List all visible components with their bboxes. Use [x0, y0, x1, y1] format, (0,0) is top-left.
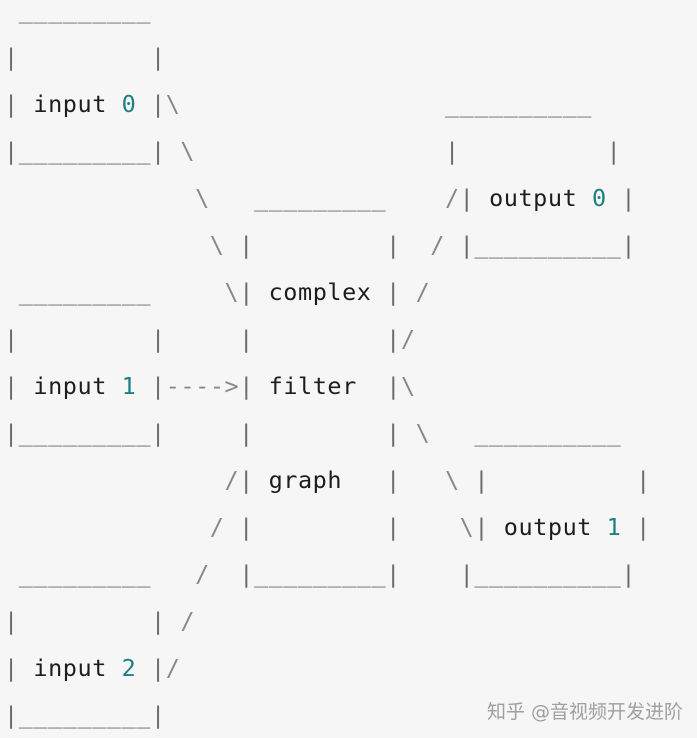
connector: \ — [165, 137, 196, 165]
box-border: | | — [224, 231, 431, 259]
node-label: input — [33, 90, 122, 118]
node-label: output — [503, 513, 607, 541]
box-border: | — [239, 372, 269, 400]
diagram-line: |_________| | | \ __________ — [4, 413, 621, 453]
box-border: | | — [4, 43, 166, 71]
node-index: 0 — [121, 90, 137, 118]
box-border: | — [356, 372, 401, 400]
box-border: | — [239, 466, 269, 494]
box-border: | — [136, 90, 166, 118]
connector: ----> — [165, 372, 240, 400]
connector: \ — [444, 513, 475, 541]
box-border: |_________| |__________| — [209, 560, 637, 588]
connector: / — [180, 560, 210, 588]
diagram-line: | | | |/ — [4, 319, 416, 359]
box-border: |_________| — [4, 137, 166, 165]
node-label: output — [489, 184, 592, 212]
diagram-line: | | / — [4, 601, 195, 641]
box-border: | — [4, 372, 34, 400]
node-label: filter — [268, 372, 357, 400]
box-border: |_________| — [4, 701, 166, 729]
box-border: | | | | — [4, 325, 401, 353]
connector: \ — [4, 184, 210, 212]
diagram-line: \ | | / |__________| — [4, 225, 636, 265]
diagram-line: |_________| — [4, 695, 166, 735]
box-border: | — [606, 184, 637, 212]
diagram-line: | | — [4, 37, 166, 77]
connector: / — [430, 184, 460, 212]
box-border: | — [371, 278, 416, 306]
node-index: 1 — [121, 372, 137, 400]
node-label: input — [33, 654, 122, 682]
box-border: | — [4, 90, 34, 118]
connector: / — [415, 278, 431, 306]
box-border: | — [136, 372, 166, 400]
box-border: | | — [459, 466, 651, 494]
diagram-line: /| graph | \ | | — [4, 460, 651, 500]
connector: \ — [415, 419, 431, 447]
box-border: |_________| | | — [4, 419, 416, 447]
diagram-line: _________ / |_________| |__________| — [4, 554, 636, 594]
connector: / — [4, 466, 240, 494]
box-border: | — [136, 654, 166, 682]
diagram-line: | input 0 |\ __________ — [4, 84, 592, 124]
box-border: | | — [4, 607, 181, 635]
node-label: graph — [268, 466, 343, 494]
box-border: | — [342, 466, 431, 494]
diagram-line: \ _________ /| output 0 | — [4, 178, 636, 218]
diagram-line: _________ \| complex | / — [4, 272, 430, 312]
connector: / — [430, 231, 445, 259]
watermark: 知乎 @音视频开发进阶 — [486, 701, 683, 723]
connector: \ — [430, 466, 460, 494]
box-border: | — [474, 513, 504, 541]
connector: / — [4, 513, 225, 541]
connector: / — [165, 654, 181, 682]
box-border: | — [621, 513, 651, 541]
connector: / — [180, 607, 196, 635]
diagram-line: | input 2 |/ — [4, 648, 180, 688]
box-border: | | — [195, 137, 622, 165]
diagram-line: _________ — [4, 0, 151, 30]
connector: \ — [400, 372, 416, 400]
box-border: _________ — [209, 184, 431, 212]
node-index: 2 — [121, 654, 137, 682]
box-border: | — [459, 184, 490, 212]
connector: \ — [165, 90, 181, 118]
connector: \ — [4, 231, 225, 259]
box-border: | — [4, 654, 34, 682]
box-border: _________ — [4, 560, 181, 588]
box-border: __________ — [430, 419, 622, 447]
connector: / — [400, 325, 416, 353]
box-border: _________ — [4, 278, 210, 306]
node-label: input — [33, 372, 122, 400]
box-border: | | — [224, 513, 445, 541]
diagram-line: | input 1 |---->| filter |\ — [4, 366, 416, 406]
box-border: |__________| — [444, 231, 637, 259]
diagram-line: / | | \| output 1 | — [4, 507, 651, 547]
node-index: 1 — [606, 513, 622, 541]
node-label: complex — [268, 278, 372, 306]
node-index: 0 — [591, 184, 607, 212]
box-border: _________ — [4, 0, 151, 24]
box-border: | — [239, 278, 269, 306]
connector: \ — [209, 278, 240, 306]
box-border: __________ — [180, 90, 592, 118]
diagram-line: |_________| \ | | — [4, 131, 621, 171]
